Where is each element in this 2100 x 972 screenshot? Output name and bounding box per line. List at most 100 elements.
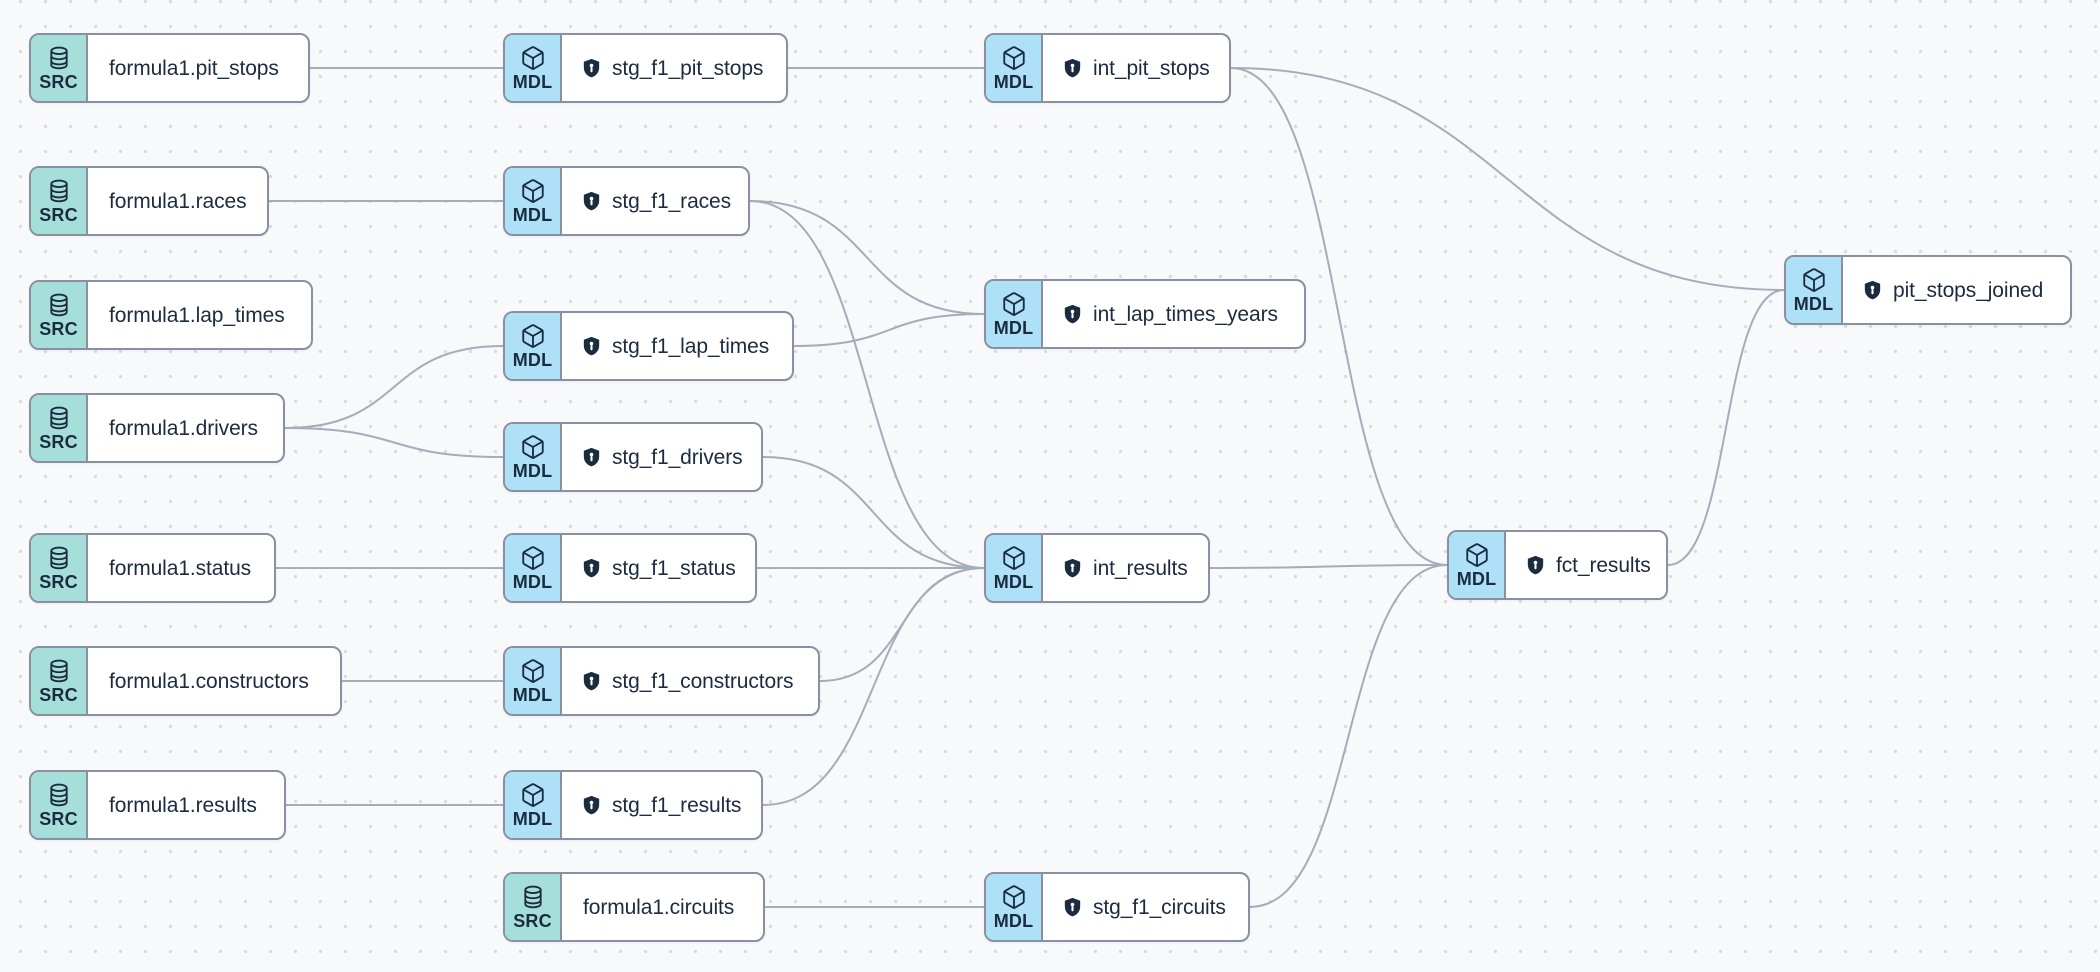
- node-type-badge: MDL: [505, 648, 562, 714]
- node-type-label: MDL: [993, 72, 1034, 92]
- edge-int_pit_stops-to-pit_stops_joined: [1230, 67, 1785, 291]
- shield-lock-icon: [583, 795, 600, 814]
- node-type-label: MDL: [1456, 569, 1497, 589]
- node-type-badge: MDL: [505, 35, 562, 101]
- node-stg_lap_times[interactable]: MDL stg_f1_lap_times: [503, 311, 794, 381]
- node-label: formula1.pit_stops: [109, 56, 279, 80]
- node-fct_results[interactable]: MDL fct_results: [1447, 530, 1668, 600]
- node-label-area: formula1.constructors: [88, 648, 340, 714]
- node-label: pit_stops_joined: [1893, 278, 2044, 302]
- database-icon: [49, 406, 68, 430]
- node-type-badge: MDL: [986, 874, 1043, 940]
- node-type-label: MDL: [993, 911, 1034, 931]
- cube-icon: [521, 659, 544, 683]
- shield-lock-icon: [1864, 280, 1881, 299]
- cube-icon: [1002, 885, 1025, 909]
- node-type-badge: SRC: [31, 772, 88, 838]
- node-label-area: int_lap_times_years: [1043, 281, 1304, 347]
- cube-icon: [521, 435, 544, 459]
- node-type-label: SRC: [39, 72, 78, 92]
- node-label-area: formula1.status: [88, 535, 274, 601]
- node-stg_constructors[interactable]: MDL stg_f1_constructors: [503, 646, 820, 716]
- node-type-label: MDL: [1793, 294, 1834, 314]
- shield-lock-icon: [583, 336, 600, 355]
- node-label: fct_results: [1556, 553, 1651, 577]
- shield-lock-icon: [1064, 897, 1081, 916]
- node-src_lap_times[interactable]: SRC formula1.lap_times: [29, 280, 313, 350]
- node-stg_races[interactable]: MDL stg_f1_races: [503, 166, 750, 236]
- cube-icon: [1465, 543, 1488, 567]
- node-stg_pit_stops[interactable]: MDL stg_f1_pit_stops: [503, 33, 788, 103]
- node-label: int_results: [1093, 556, 1188, 580]
- node-int_results[interactable]: MDL int_results: [984, 533, 1210, 603]
- node-label-area: formula1.results: [88, 772, 284, 838]
- node-type-badge: SRC: [31, 35, 88, 101]
- node-label: stg_f1_drivers: [612, 445, 743, 469]
- edge-stg_results-to-int_results: [762, 567, 985, 806]
- node-src_drivers[interactable]: SRC formula1.drivers: [29, 393, 285, 463]
- node-stg_circuits[interactable]: MDL stg_f1_circuits: [984, 872, 1250, 942]
- shield-lock-icon: [1064, 58, 1081, 77]
- node-label: stg_f1_circuits: [1093, 895, 1226, 919]
- shield-lock-icon: [583, 58, 600, 77]
- node-type-label: SRC: [39, 809, 78, 829]
- node-src_results[interactable]: SRC formula1.results: [29, 770, 286, 840]
- node-type-label: SRC: [39, 572, 78, 592]
- node-label: stg_f1_races: [612, 189, 732, 213]
- node-pit_stops_joined[interactable]: MDL pit_stops_joined: [1784, 255, 2072, 325]
- node-label-area: formula1.races: [88, 168, 267, 234]
- node-label: formula1.races: [109, 189, 247, 213]
- node-label: formula1.results: [109, 793, 257, 817]
- node-label-area: stg_f1_circuits: [1043, 874, 1248, 940]
- cube-icon: [1002, 292, 1025, 316]
- node-label-area: stg_f1_results: [562, 772, 761, 838]
- node-label: stg_f1_constructors: [612, 669, 794, 693]
- node-type-label: MDL: [512, 685, 553, 705]
- node-type-badge: MDL: [505, 535, 562, 601]
- node-src_pit_stops[interactable]: SRC formula1.pit_stops: [29, 33, 310, 103]
- node-src_status[interactable]: SRC formula1.status: [29, 533, 276, 603]
- node-stg_drivers[interactable]: MDL stg_f1_drivers: [503, 422, 763, 492]
- database-icon: [49, 179, 68, 203]
- node-label: stg_f1_results: [612, 793, 742, 817]
- cube-icon: [521, 783, 544, 807]
- node-label: formula1.drivers: [109, 416, 258, 440]
- node-stg_results[interactable]: MDL stg_f1_results: [503, 770, 763, 840]
- node-type-badge: MDL: [505, 168, 562, 234]
- shield-lock-icon: [1527, 555, 1544, 574]
- shield-lock-icon: [583, 558, 600, 577]
- node-type-label: MDL: [512, 350, 553, 370]
- cube-icon: [1802, 268, 1825, 292]
- node-type-badge: MDL: [505, 424, 562, 490]
- edge-stg_drivers-to-int_results: [762, 456, 985, 569]
- node-src_races[interactable]: SRC formula1.races: [29, 166, 269, 236]
- node-src_circuits[interactable]: SRC formula1.circuits: [503, 872, 765, 942]
- node-label: formula1.constructors: [109, 669, 309, 693]
- edge-stg_lap_times-to-int_lap_times_years: [793, 313, 985, 347]
- node-int_lap_times_years[interactable]: MDL int_lap_times_years: [984, 279, 1306, 349]
- node-type-label: MDL: [512, 809, 553, 829]
- node-type-badge: MDL: [505, 313, 562, 379]
- node-type-badge: MDL: [1449, 532, 1506, 598]
- edge-src_drivers-to-stg_lap_times: [284, 345, 504, 429]
- node-type-badge: MDL: [1786, 257, 1843, 323]
- node-src_constructors[interactable]: SRC formula1.constructors: [29, 646, 342, 716]
- node-type-badge: SRC: [31, 535, 88, 601]
- cube-icon: [521, 324, 544, 348]
- node-type-badge: MDL: [505, 772, 562, 838]
- edge-fct_results-to-pit_stops_joined: [1667, 289, 1785, 566]
- node-type-badge: SRC: [31, 168, 88, 234]
- node-type-label: SRC: [39, 685, 78, 705]
- node-type-label: SRC: [39, 432, 78, 452]
- node-stg_status[interactable]: MDL stg_f1_status: [503, 533, 757, 603]
- shield-lock-icon: [1064, 558, 1081, 577]
- node-int_pit_stops[interactable]: MDL int_pit_stops: [984, 33, 1231, 103]
- node-label-area: stg_f1_status: [562, 535, 755, 601]
- node-label: formula1.lap_times: [109, 303, 285, 327]
- node-label: int_lap_times_years: [1093, 302, 1278, 326]
- edge-int_results-to-fct_results: [1209, 564, 1448, 569]
- shield-lock-icon: [1064, 304, 1081, 323]
- node-label: formula1.circuits: [583, 895, 735, 919]
